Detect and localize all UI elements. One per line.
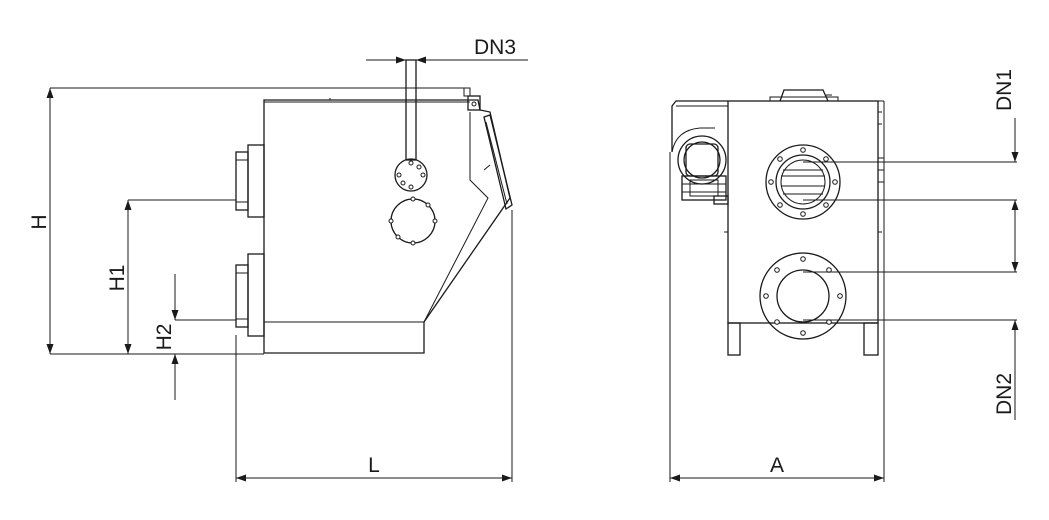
front-view: DN1 DN2 A xyxy=(669,69,1019,482)
front-body xyxy=(727,100,879,324)
hatch-hinge xyxy=(483,164,491,171)
label-dn1: DN1 xyxy=(993,69,1016,111)
hatch-inner xyxy=(485,121,508,205)
inspection-hatch xyxy=(483,114,513,211)
label-h: H xyxy=(28,214,51,229)
label-h1: H1 xyxy=(106,265,129,292)
label-dn2: DN2 xyxy=(993,373,1016,415)
round-cover-bolts xyxy=(388,196,438,246)
outlet-nozzle-lower xyxy=(235,253,265,337)
label-h2: H2 xyxy=(153,324,176,351)
label-dn3: DN3 xyxy=(474,36,516,59)
vent-pipe-dn3 xyxy=(405,59,417,161)
lifting-handle xyxy=(779,89,829,102)
side-sloped-wall xyxy=(423,112,489,323)
vent-flange xyxy=(394,158,428,192)
flange-dn2-bolts xyxy=(763,256,843,336)
label-l: L xyxy=(368,454,380,477)
flange-dn1-bolts xyxy=(768,147,838,217)
motor-unit xyxy=(677,135,729,205)
vent-cap xyxy=(463,87,471,97)
inlet-nozzle-upper xyxy=(235,144,265,218)
vent-dot xyxy=(471,101,477,107)
front-back-curve xyxy=(671,127,715,153)
front-leg-left xyxy=(727,322,741,356)
right-rail-marks xyxy=(878,111,884,233)
vent-flange-bolts xyxy=(396,160,426,190)
flange-dn1 xyxy=(765,144,841,220)
lifting-handle-inner xyxy=(769,96,839,101)
vent-box xyxy=(467,95,481,111)
side-view: H H1 H2 L DN3 xyxy=(28,36,528,482)
front-back-panel xyxy=(671,100,728,152)
front-leg-right xyxy=(863,322,879,356)
label-a: A xyxy=(770,454,784,477)
flange-dn2 xyxy=(759,252,847,340)
